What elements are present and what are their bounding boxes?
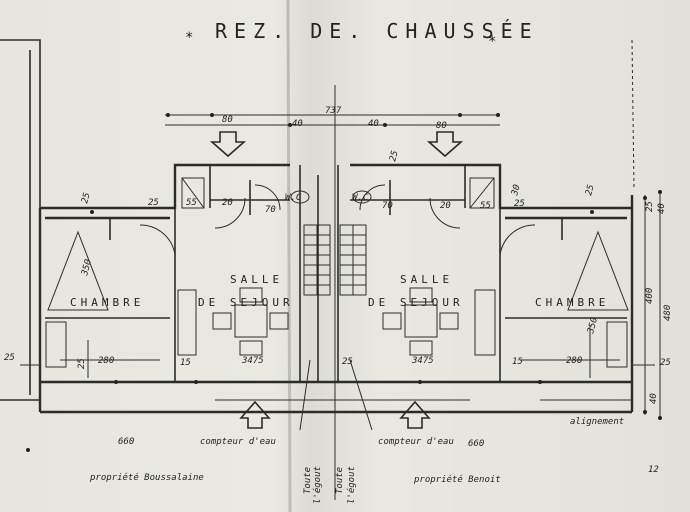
entry-arrows-top <box>209 131 464 158</box>
sejour-left-label: DE SEJOUR <box>198 296 294 309</box>
vertical-note-1: Toute <box>303 467 313 494</box>
vertical-note-2: l'égout <box>312 466 323 504</box>
dim-stair-left: 25 <box>77 358 87 369</box>
owner-left-label: propriété Boussalaine <box>89 472 204 483</box>
dim-room-left-width: 280 <box>98 356 114 366</box>
compteur-right-label: compteur d'eau <box>378 437 454 447</box>
plan-title: REZ. DE. CHAUSSÉE <box>215 19 539 43</box>
vertical-note-4: l'égout <box>346 466 357 504</box>
vertical-note-3: Toute <box>335 467 345 494</box>
wc-right-label: W.C <box>352 193 369 203</box>
dimension-lines <box>20 85 661 500</box>
interior-walls <box>45 165 627 382</box>
dim-room-left-depth: 350 <box>80 258 94 277</box>
dim-corner-code: 12 <box>648 465 659 475</box>
dim-right-top-a: 25 <box>645 201 655 212</box>
dim-sejour-left: 3475 <box>241 356 264 366</box>
alignement-label: alignement <box>570 417 624 427</box>
dim-right-top-b: 40 <box>657 203 667 214</box>
salle-right-label: SALLE <box>400 273 453 286</box>
dim-right-edge: 25 <box>660 358 671 368</box>
title-star-right: * <box>488 34 496 50</box>
right-margin-line <box>631 39 635 191</box>
dim-stair-right: 25 <box>342 357 353 367</box>
dim-top-right: 80 <box>436 121 447 131</box>
dim-room-right-depth: 350 <box>586 316 600 335</box>
dimension-ticks <box>26 113 662 452</box>
dim-wc-right-a: 20 <box>440 201 451 211</box>
dim-small-right: 15 <box>512 357 523 367</box>
dim-overall: 737 <box>325 106 342 116</box>
dim-top-left: 80 <box>222 115 233 125</box>
chambre-furniture <box>45 230 629 378</box>
dim-wc-left-b: 20 <box>222 198 233 208</box>
dim-gap: 30 <box>510 184 523 198</box>
dim-wc-mid-right: 70 <box>382 201 393 211</box>
dim-right-wall-b: 25 <box>584 184 596 197</box>
stairs <box>303 224 367 296</box>
paper-fold <box>286 0 292 512</box>
owner-right-label: propriété Benoit <box>413 474 501 485</box>
dim-wc-mid-left: 70 <box>265 205 276 215</box>
sejour-furniture <box>177 287 496 356</box>
dim-right-low: 40 <box>649 393 659 404</box>
chambre-left-label: CHAMBRE <box>70 296 144 309</box>
dim-height-b: 480 <box>663 305 673 321</box>
dim-left-edge: 25 <box>4 353 15 363</box>
chambre-right-label: CHAMBRE <box>535 296 609 309</box>
dim-sejour-right: 3475 <box>411 356 434 366</box>
dim-right-wall-a: 25 <box>514 199 525 209</box>
compteur-left-label: compteur d'eau <box>200 437 276 447</box>
wc-left-label: W.C <box>285 193 302 203</box>
sejour-right-label: DE SEJOUR <box>368 296 464 309</box>
compteur-left-number: 660 <box>118 437 134 447</box>
left-neighbor-outline <box>0 39 41 401</box>
dim-height-a: 400 <box>645 288 655 304</box>
dim-wc-left-a: 55 <box>186 198 197 208</box>
dim-small-left: 15 <box>180 358 191 368</box>
dim-left-wall: 25 <box>148 198 159 208</box>
compteur-right-number: 660 <box>468 439 484 449</box>
outer-walls <box>38 163 634 414</box>
dim-top-small-left: 25 <box>80 192 92 205</box>
dim-mid-left: 40 <box>292 119 303 129</box>
dim-wc-right-b: 55 <box>480 201 491 211</box>
door-swings <box>139 184 536 258</box>
dim-top-small-right: 25 <box>388 150 400 163</box>
title-star-left: * <box>185 30 193 46</box>
wc-fixtures <box>181 177 495 209</box>
dim-room-right-width: 280 <box>566 356 582 366</box>
dim-mid-right: 40 <box>368 119 379 129</box>
entry-arrows-bottom <box>239 400 431 429</box>
salle-left-label: SALLE <box>230 273 283 286</box>
